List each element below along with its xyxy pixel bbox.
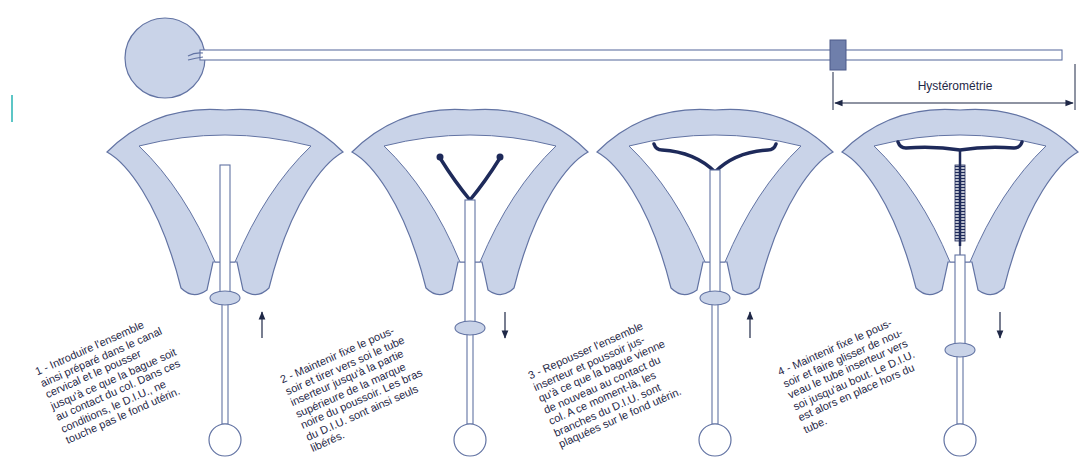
inserter-step-4 xyxy=(898,142,1022,456)
inserter-instrument xyxy=(125,18,1075,110)
dimension-label: Hystérométrie xyxy=(915,79,996,93)
step-instruction: 3 - Repousser l'ensemble inserteur et po… xyxy=(526,314,689,451)
inserter-step-3 xyxy=(654,144,776,456)
margin-mark xyxy=(11,95,13,122)
step-instruction: 1 - Introduire l'ensemble ainsi préparé … xyxy=(33,310,196,447)
step-instruction: 4 - Maintenir fixe le pous- soir et fair… xyxy=(776,309,934,434)
inserter-step-2 xyxy=(437,154,506,457)
step-instruction: 2 - Maintenir fixe le pous- soir et tire… xyxy=(278,318,441,455)
inserter-step-1 xyxy=(209,165,262,456)
